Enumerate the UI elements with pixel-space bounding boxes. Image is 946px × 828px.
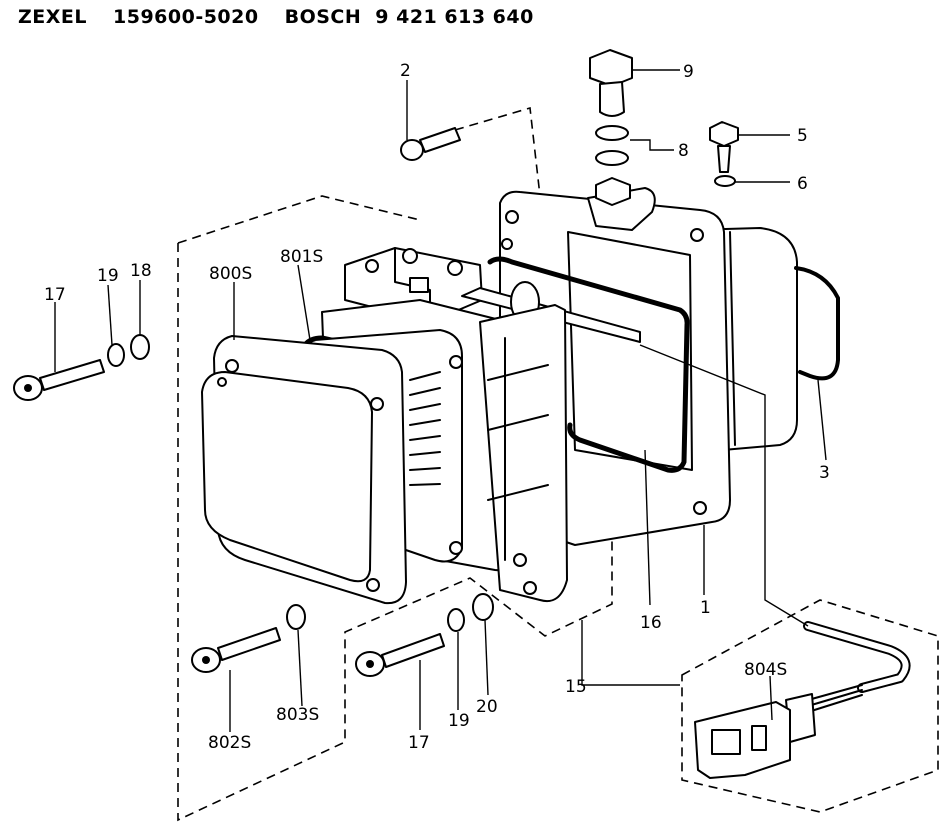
label-part-15: 15 <box>565 677 587 697</box>
screw-2 <box>400 127 461 161</box>
bolt-17-top <box>13 359 105 401</box>
banjo-bolt-9 <box>589 49 633 117</box>
washer-6 <box>714 175 736 187</box>
diagram-header: ZEXEL 159600-5020 BOSCH 9 421 613 640 <box>18 6 560 34</box>
bosch-number: 9 421 613 640 <box>375 6 534 28</box>
lock-washer-19-top <box>107 343 125 367</box>
label-part-9: 9 <box>683 62 694 82</box>
label-part-2: 2 <box>400 61 411 81</box>
label-part-16: 16 <box>640 613 662 633</box>
leader-lines <box>54 69 827 732</box>
cover-800s <box>201 335 407 605</box>
washer-20 <box>472 593 494 621</box>
lock-washer-19-bottom <box>447 608 465 632</box>
gasket-16 <box>487 256 690 473</box>
maker-name: ZEXEL <box>18 6 87 28</box>
label-part-804s: 804S <box>744 660 787 680</box>
label-part-19-top: 19 <box>97 266 119 286</box>
washer-803s <box>286 604 306 630</box>
label-part-17-bottom: 17 <box>408 733 430 753</box>
label-part-1: 1 <box>700 598 711 618</box>
harness-boundary <box>681 599 939 813</box>
label-part-6: 6 <box>797 174 808 194</box>
screw-5 <box>709 121 739 173</box>
washer-18 <box>130 334 150 360</box>
label-part-18: 18 <box>130 261 152 281</box>
part-labels: 2 9 8 5 6 3 1 16 15 17 19 18 800S 801S 8… <box>44 61 830 753</box>
label-part-802s: 802S <box>208 733 251 753</box>
label-part-3: 3 <box>819 463 830 483</box>
brand-name: BOSCH <box>284 6 362 28</box>
bolt-802s <box>191 627 281 673</box>
o-ring-3 <box>794 266 840 381</box>
label-part-800s: 800S <box>209 264 252 284</box>
washer-set-8 <box>595 125 631 206</box>
label-part-801s: 801S <box>280 247 323 267</box>
part-number: 159600-5020 <box>113 6 259 28</box>
label-part-17-top: 17 <box>44 285 66 305</box>
wiring-harness-804s <box>694 621 911 779</box>
bolt-17-bottom <box>355 633 445 677</box>
assembly-boundary-15 <box>177 195 613 822</box>
label-part-8: 8 <box>678 141 689 161</box>
label-part-20: 20 <box>476 697 498 717</box>
label-part-803s: 803S <box>276 705 319 725</box>
label-part-19-bottom: 19 <box>448 711 470 731</box>
label-part-5: 5 <box>797 126 808 146</box>
